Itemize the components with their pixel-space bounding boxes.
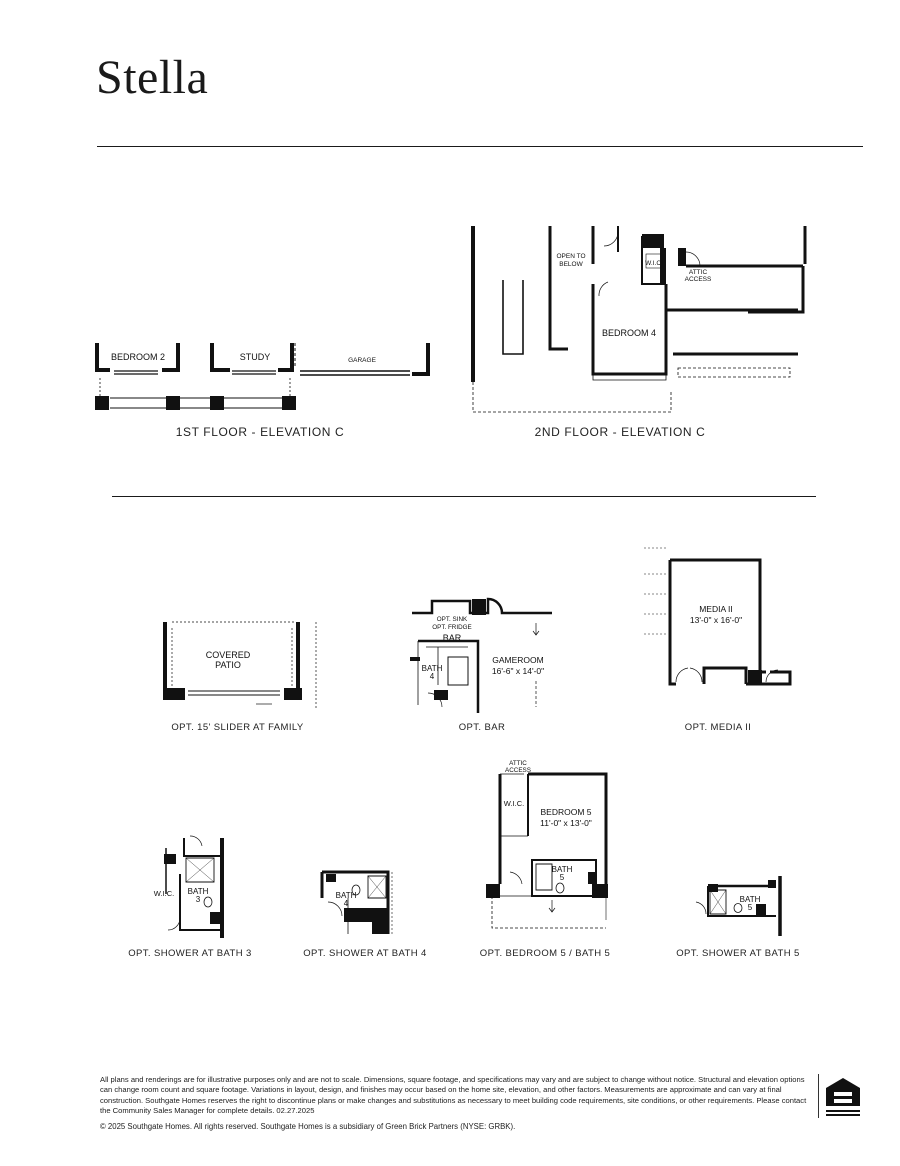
opt-shower-bath5-plan: BATH 5	[695, 876, 782, 936]
room-label-bar: BAR	[443, 633, 462, 643]
room-label-media: MEDIA II	[699, 604, 733, 614]
caption-opt-bar: OPT. BAR	[458, 722, 506, 733]
room-label-bedroom5: BEDROOM 5	[540, 807, 591, 817]
caption-opt-slider: OPT. 15' SLIDER AT FAMILY	[171, 722, 304, 733]
room-label-bath-num: 5	[748, 903, 753, 912]
room-label-bath: BATH	[740, 895, 761, 904]
room-label-gameroom: GAMEROOM	[492, 655, 543, 665]
caption-opt-shower-bath3: OPT. SHOWER AT BATH 3	[128, 948, 252, 959]
room-label-bath-num: 4	[344, 899, 349, 908]
caption-opt-bedroom5: OPT. BEDROOM 5 / BATH 5	[479, 948, 611, 959]
room-label-attic-1: ATTIC	[509, 760, 527, 767]
caption-first-floor: 1ST FLOOR - ELEVATION C	[175, 425, 345, 439]
header-divider	[97, 146, 863, 147]
opt-shower-bath4-plan: BATH 4	[320, 870, 393, 934]
logo-divider	[818, 1074, 819, 1118]
caption-second-floor: 2ND FLOOR - ELEVATION C	[534, 425, 706, 439]
room-label-bath: BATH	[188, 887, 209, 896]
label-gameroom-dim: 16'-6" x 14'-0"	[492, 666, 544, 676]
caption-opt-media: OPT. MEDIA II	[684, 722, 752, 733]
disclaimer-text: All plans and renderings are for illustr…	[100, 1075, 807, 1116]
room-label-wic: W.I.C.	[645, 260, 663, 267]
opt-slider-plan: COVERED PATIO	[163, 621, 317, 710]
copyright-text: © 2025 Southgate Homes. All rights reser…	[100, 1122, 516, 1131]
room-label-wic: W.I.C.	[154, 889, 174, 898]
room-label-bedroom4: BEDROOM 4	[602, 328, 656, 338]
room-label-bath-num: 3	[196, 895, 201, 904]
opt-bedroom5-plan: ATTIC ACCESS W.I.C. BEDROOM 5 11'-0" x 1…	[486, 760, 608, 929]
room-label-open-to-below-1: OPEN TO	[556, 253, 585, 260]
room-label-bath-num: 5	[560, 873, 565, 882]
room-label-covered-2: PATIO	[215, 660, 241, 670]
room-label-wic: W.I.C.	[504, 799, 524, 808]
room-label-covered-1: COVERED	[206, 650, 251, 660]
first-floor-plan: BEDROOM 2 STUDY GARAGE	[95, 343, 430, 410]
room-label-attic-2: ACCESS	[505, 767, 531, 774]
room-label-bath: BATH	[422, 664, 443, 673]
equal-housing-logo-icon	[826, 1078, 860, 1116]
room-label-study: STUDY	[240, 352, 271, 362]
caption-opt-shower-bath5: OPT. SHOWER AT BATH 5	[676, 948, 800, 959]
section-divider	[112, 496, 816, 497]
room-label-attic-2: ACCESS	[685, 276, 712, 283]
label-bedroom5-dim: 11'-0" x 13'-0"	[540, 818, 592, 828]
room-label-garage: GARAGE	[348, 357, 376, 364]
opt-media-plan: MEDIA II 13'-0" x 16'-0"	[644, 547, 792, 686]
caption-opt-shower-bath4: OPT. SHOWER AT BATH 4	[303, 948, 427, 959]
second-floor-plan: OPEN TO BELOW W.I.C. ATTIC ACCESS BEDROO…	[471, 226, 807, 413]
room-label-open-to-below-2: BELOW	[559, 261, 583, 268]
room-label-bath: BATH	[336, 891, 357, 900]
opt-bar-plan: OPT. SINK OPT. FRIDGE BAR GAMEROOM 16'-6…	[410, 597, 552, 713]
label-opt-fridge: OPT. FRIDGE	[432, 624, 472, 631]
label-opt-sink: OPT. SINK	[437, 616, 468, 623]
room-label-attic-1: ATTIC	[689, 269, 708, 276]
room-label-bedroom2: BEDROOM 2	[111, 352, 165, 362]
plan-title: Stella	[96, 51, 209, 104]
room-label-bath-num: 4	[430, 672, 435, 681]
opt-shower-bath3-plan: W.I.C. BATH 3	[154, 835, 224, 938]
room-label-bath: BATH	[552, 865, 573, 874]
label-media-dim: 13'-0" x 16'-0"	[690, 615, 742, 625]
